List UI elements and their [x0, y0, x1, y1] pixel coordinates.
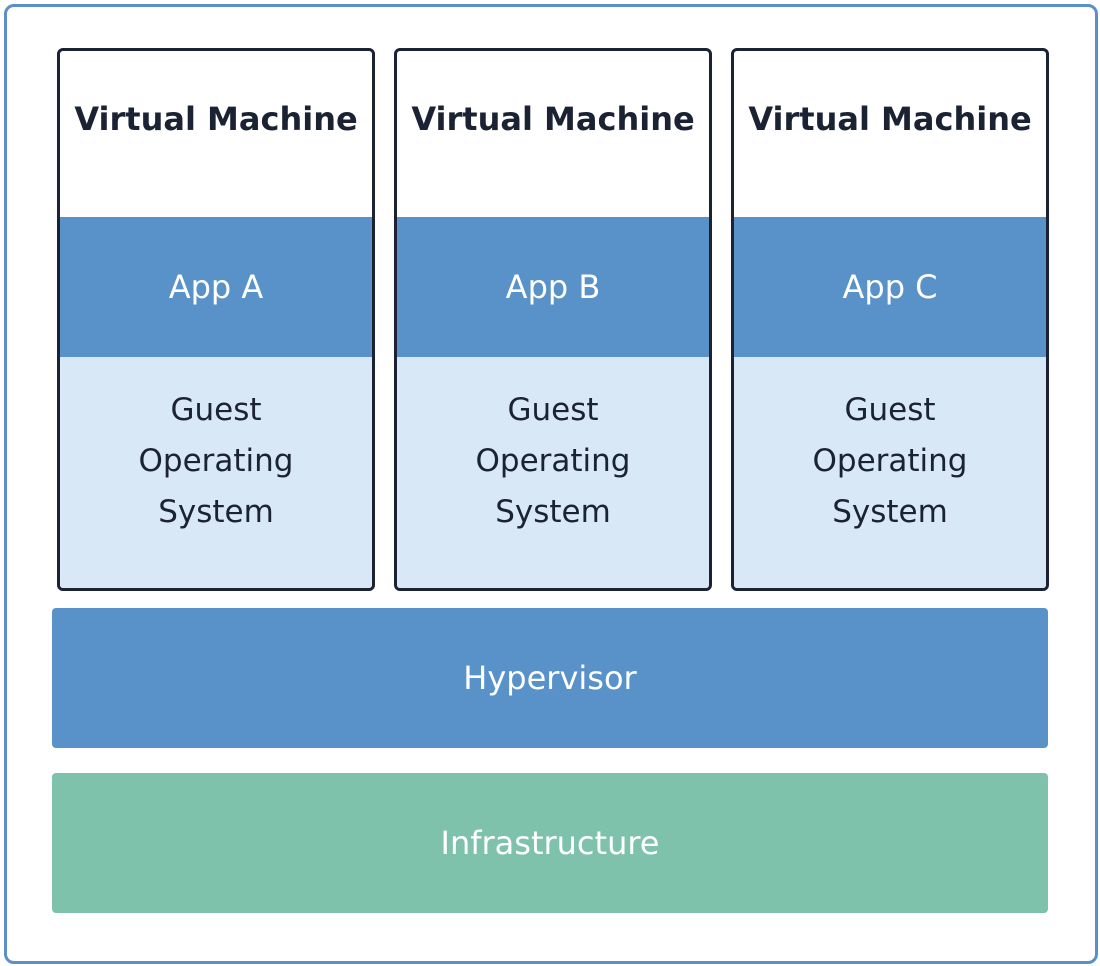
vm-title: Virtual Machine: [411, 100, 695, 138]
vm-title: Virtual Machine: [74, 100, 358, 138]
app-a-block: App A: [60, 217, 372, 357]
vm-title: Virtual Machine: [748, 100, 1032, 138]
app-c-block: App C: [734, 217, 1046, 357]
hypervisor-layer: Hypervisor: [52, 608, 1048, 748]
infrastructure-layer: Infrastructure: [52, 773, 1048, 913]
app-b-block: App B: [397, 217, 709, 357]
